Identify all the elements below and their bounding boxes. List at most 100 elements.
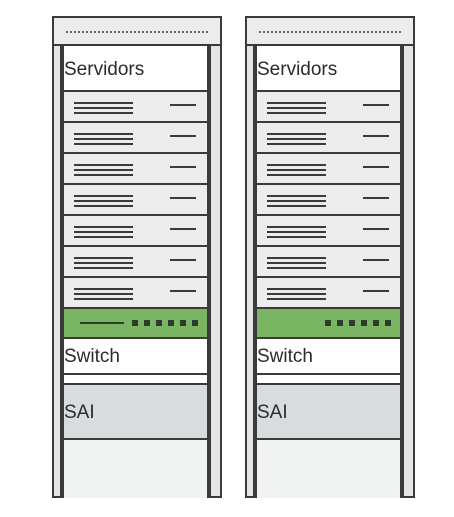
switch-label: Switch bbox=[64, 346, 120, 367]
server-vent-line bbox=[267, 288, 326, 290]
servers-label: Servidors bbox=[257, 59, 338, 80]
port bbox=[337, 320, 343, 326]
server-unit bbox=[62, 121, 209, 154]
server-vent-line bbox=[267, 164, 326, 166]
server-vent-line bbox=[74, 226, 133, 228]
rack-top-panel bbox=[247, 18, 413, 46]
server-vent-line bbox=[267, 200, 326, 202]
port bbox=[325, 320, 331, 326]
server-unit bbox=[62, 245, 209, 278]
ups-label: SAI bbox=[64, 402, 95, 423]
port-row bbox=[325, 320, 391, 326]
server-vent-line bbox=[267, 174, 326, 176]
empty-bay bbox=[255, 438, 402, 498]
server-vent-line bbox=[74, 200, 133, 202]
server-unit bbox=[255, 121, 402, 154]
ups-bay bbox=[62, 383, 209, 440]
server-vent-line bbox=[267, 298, 326, 300]
server-vent-line bbox=[267, 226, 326, 228]
server-vent-line bbox=[267, 112, 326, 114]
vent-dots bbox=[66, 31, 208, 33]
server-unit bbox=[62, 90, 209, 123]
server-indicator bbox=[170, 290, 196, 292]
server-vent-line bbox=[267, 205, 326, 207]
port bbox=[144, 320, 150, 326]
rack-top-panel bbox=[54, 18, 220, 46]
server-vent-line bbox=[74, 262, 133, 264]
server-vent-line bbox=[74, 164, 133, 166]
server-vent-line bbox=[74, 133, 133, 135]
server-vent-line bbox=[74, 143, 133, 145]
server-vent-line bbox=[74, 288, 133, 290]
server-vent-line bbox=[74, 205, 133, 207]
switch-bay bbox=[62, 337, 209, 375]
server-vent-line bbox=[267, 293, 326, 295]
server-vent-line bbox=[74, 138, 133, 140]
server-unit bbox=[255, 152, 402, 185]
port bbox=[385, 320, 391, 326]
server-indicator bbox=[363, 104, 389, 106]
server-vent-line bbox=[267, 231, 326, 233]
server-unit bbox=[255, 214, 402, 247]
server-indicator bbox=[170, 228, 196, 230]
server-indicator bbox=[363, 259, 389, 261]
port bbox=[192, 320, 198, 326]
server-unit bbox=[255, 245, 402, 278]
server-vent-line bbox=[267, 257, 326, 259]
server-unit bbox=[62, 183, 209, 216]
port bbox=[361, 320, 367, 326]
servers-label: Servidors bbox=[64, 59, 145, 80]
port-row bbox=[132, 320, 198, 326]
patch-panel bbox=[255, 307, 402, 339]
server-indicator bbox=[170, 259, 196, 261]
switch-label: Switch bbox=[257, 346, 313, 367]
vent-dots bbox=[259, 31, 401, 33]
port bbox=[156, 320, 162, 326]
server-indicator bbox=[170, 135, 196, 137]
server-vent-line bbox=[74, 293, 133, 295]
server-vent-line bbox=[267, 107, 326, 109]
server-vent-line bbox=[267, 169, 326, 171]
port bbox=[132, 320, 138, 326]
server-vent-line bbox=[74, 257, 133, 259]
rack-rail-left bbox=[54, 46, 62, 496]
server-indicator bbox=[170, 166, 196, 168]
port bbox=[373, 320, 379, 326]
rack-rail-right bbox=[209, 46, 220, 496]
server-vent-line bbox=[267, 102, 326, 104]
server-unit bbox=[255, 90, 402, 123]
server-vent-line bbox=[74, 298, 133, 300]
server-indicator bbox=[363, 290, 389, 292]
port bbox=[180, 320, 186, 326]
server-indicator bbox=[363, 135, 389, 137]
server-vent-line bbox=[267, 143, 326, 145]
port bbox=[349, 320, 355, 326]
server-vent-line bbox=[267, 138, 326, 140]
rack-rail-right bbox=[402, 46, 413, 496]
server-indicator bbox=[170, 197, 196, 199]
server-unit bbox=[255, 276, 402, 309]
server-vent-line bbox=[267, 262, 326, 264]
server-vent-line bbox=[74, 107, 133, 109]
ups-label: SAI bbox=[257, 402, 288, 423]
server-vent-line bbox=[267, 195, 326, 197]
server-vent-line bbox=[74, 112, 133, 114]
server-indicator bbox=[363, 228, 389, 230]
server-vent-line bbox=[74, 169, 133, 171]
server-unit bbox=[255, 183, 402, 216]
server-vent-line bbox=[74, 102, 133, 104]
patch-panel bbox=[62, 307, 209, 339]
empty-bay bbox=[62, 438, 209, 498]
server-vent-line bbox=[74, 231, 133, 233]
server-vent-line bbox=[74, 236, 133, 238]
server-indicator bbox=[363, 197, 389, 199]
server-vent-line bbox=[267, 267, 326, 269]
server-unit bbox=[62, 276, 209, 309]
server-indicator bbox=[363, 166, 389, 168]
rack-rail-left bbox=[247, 46, 255, 496]
server-vent-line bbox=[267, 236, 326, 238]
server-vent-line bbox=[74, 267, 133, 269]
servers-header-bay bbox=[255, 46, 402, 92]
server-vent-line bbox=[267, 133, 326, 135]
